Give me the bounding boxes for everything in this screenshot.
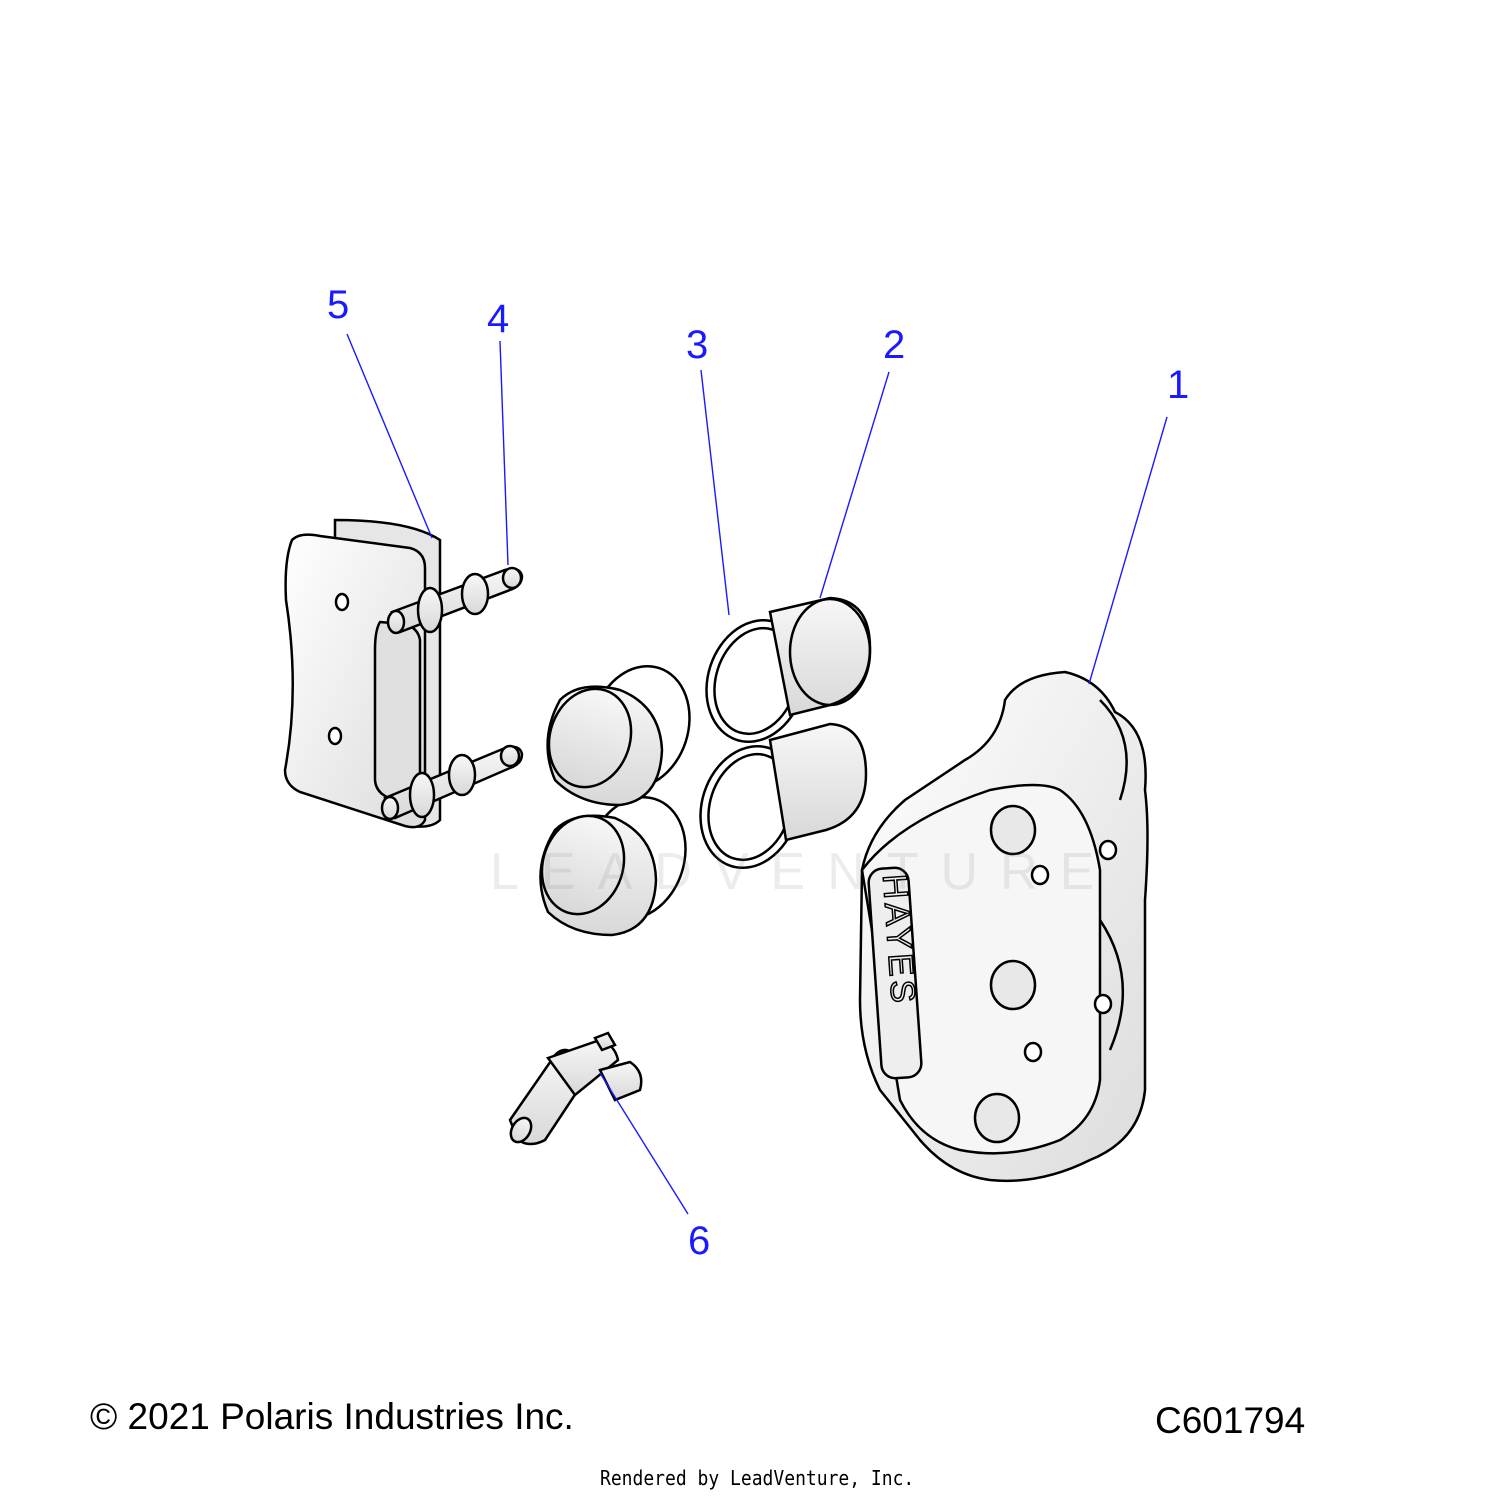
callout-6: 6 xyxy=(688,1219,711,1263)
caliper-pistons xyxy=(539,596,872,937)
callout-3: 3 xyxy=(686,323,709,367)
watermark: LEADVENTURE xyxy=(490,843,1117,901)
callout-1: 1 xyxy=(1167,363,1190,407)
caliper-body: HAYES xyxy=(858,670,1149,1183)
callout-2: 2 xyxy=(883,323,906,367)
render-credit: Rendered by LeadVenture, Inc. xyxy=(600,1466,915,1490)
callout-4: 4 xyxy=(487,297,510,341)
leader-lines xyxy=(346,333,1168,1215)
pad-retaining-pins xyxy=(380,566,524,821)
brake-pad-assembly xyxy=(283,518,442,829)
copyright-notice: © 2021 Polaris Industries Inc. xyxy=(90,1396,574,1437)
callout-5: 5 xyxy=(327,283,350,327)
diagram-code: C601794 xyxy=(1155,1400,1306,1441)
bleeder-valve xyxy=(508,1031,643,1146)
